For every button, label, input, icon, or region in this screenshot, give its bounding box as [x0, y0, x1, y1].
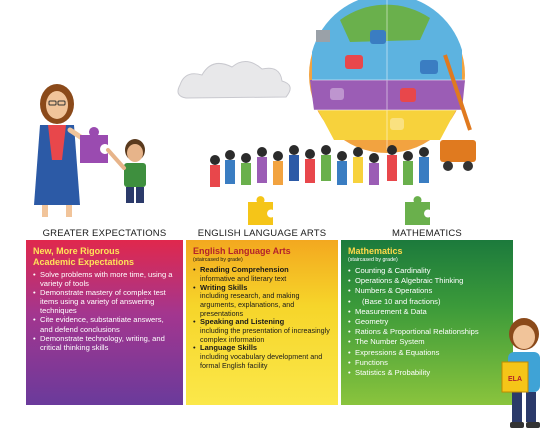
- yellow-puzzle-icon: [248, 196, 273, 225]
- panel-subtitle: (staircased by grade): [193, 256, 243, 263]
- panel-title: New, More Rigorous Academic Expectations: [33, 246, 176, 267]
- expectations-list: Solve problems with more time, using a v…: [33, 270, 176, 352]
- item-heading: Writing Skills: [200, 282, 248, 292]
- illustration: [34, 0, 476, 225]
- teacher-figure: [34, 84, 91, 217]
- item-heading: Language Skills: [200, 343, 258, 353]
- ela-panel: English Language Arts (staircased by gra…: [186, 240, 338, 405]
- lift-truck: [316, 30, 476, 171]
- item-heading: Speaking and Listening: [200, 317, 285, 327]
- list-item: Geometry: [348, 317, 506, 327]
- panel-title: Mathematics: [348, 246, 403, 256]
- panel-title: English Language Arts: [193, 246, 291, 256]
- green-puzzle-icon: [405, 196, 430, 225]
- list-item: Writing Skills including research, and m…: [193, 282, 331, 319]
- list-item: Demonstrate technology, writing, and cri…: [33, 334, 176, 352]
- item-description: including research, and making arguments…: [200, 291, 300, 318]
- list-item-continuation: (Base 10 and fractions): [348, 297, 506, 307]
- list-item: Solve problems with more time, using a v…: [33, 270, 176, 288]
- ela-heading: ENGLISH LANGUAGE ARTS: [197, 228, 327, 239]
- list-item: Measurement & Data: [348, 307, 506, 317]
- item-description: including the presentation of increasing…: [200, 326, 330, 344]
- kid-figure: [106, 139, 146, 203]
- academic-expectations-panel: New, More Rigorous Academic Expectations…: [26, 240, 183, 405]
- list-item: Cite evidence, substantiate answers, and…: [33, 315, 176, 333]
- list-item: Reading Comprehension informative and li…: [193, 265, 331, 284]
- list-item: Counting & Cardinality: [348, 266, 506, 276]
- list-item: Numbers & Operations: [348, 286, 506, 296]
- crowd-of-people: [210, 145, 429, 187]
- ela-list: Reading Comprehension informative and li…: [193, 265, 331, 370]
- puzzle-globe: [309, 0, 465, 153]
- mathematics-heading: MATHEMATICS: [392, 228, 462, 239]
- list-item: Operations & Algebraic Thinking: [348, 276, 506, 286]
- item-heading: Reading Comprehension: [200, 265, 289, 274]
- book-icon: ELA: [501, 361, 529, 393]
- cloud-shape: [177, 61, 291, 99]
- list-item: Expressions & Equations: [348, 348, 506, 358]
- reading-child-illustration: ELA: [501, 318, 540, 428]
- item-description: including vocabulary development and for…: [200, 352, 323, 370]
- greater-expectations-heading: GREATER EXPECTATIONS: [42, 228, 167, 239]
- math-list: Counting & Cardinality Operations & Alge…: [348, 266, 506, 378]
- list-item: Rations & Proportional Relationships: [348, 327, 506, 337]
- list-item: Demonstrate mastery of complex test item…: [33, 288, 176, 315]
- list-item: Functions: [348, 358, 506, 368]
- mathematics-panel: Mathematics (staircased by grade) Counti…: [341, 240, 513, 405]
- panel-title-line2: Academic Expectations: [33, 256, 135, 267]
- list-item: Statistics & Probability: [348, 368, 506, 378]
- list-item: Language Skills including vocabulary dev…: [193, 343, 331, 370]
- list-item: The Number System: [348, 337, 506, 347]
- list-item: Speaking and Listening including the pre…: [193, 317, 331, 344]
- book-cover-text: ELA: [508, 376, 522, 383]
- puzzle-piece-icon: [80, 127, 108, 163]
- panel-title-line1: New, More Rigorous: [33, 246, 120, 256]
- panel-subtitle: (staircased by grade): [348, 256, 398, 263]
- item-description: informative and literary text: [200, 273, 287, 283]
